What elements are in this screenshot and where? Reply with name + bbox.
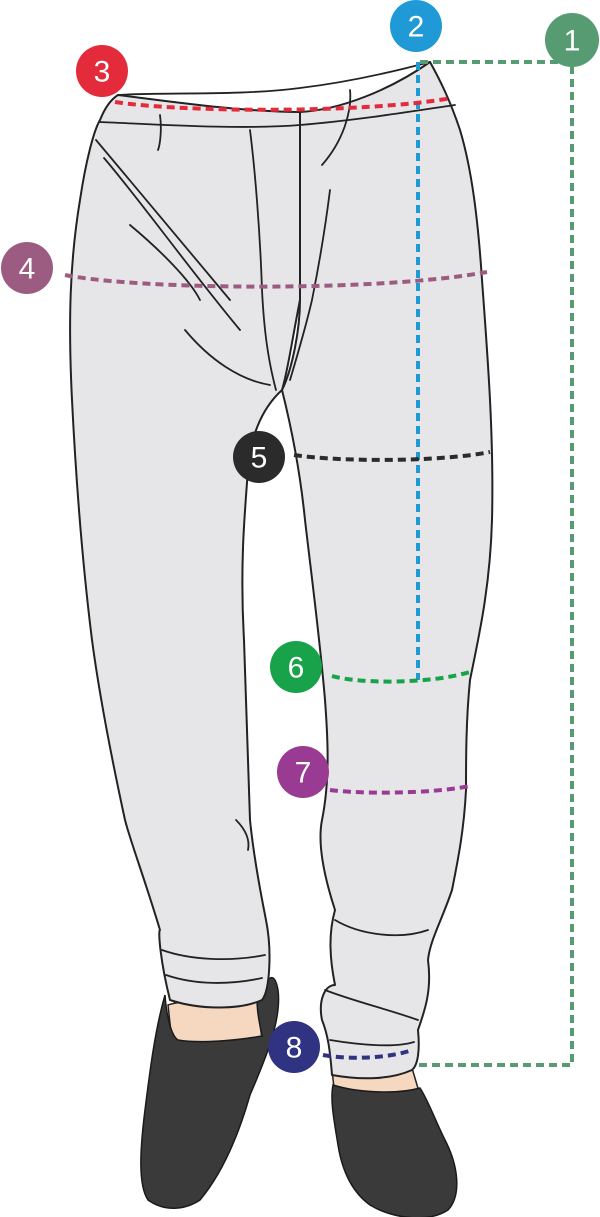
fold-right-hem-3 [329, 1039, 415, 1047]
badge-2: 2 [390, 0, 442, 52]
line-8-hem [322, 1048, 413, 1060]
fold-left-hem-2 [165, 974, 263, 984]
fold-4 [184, 329, 271, 386]
right-shoe [331, 1066, 458, 1217]
badge-1-label: 1 [564, 25, 581, 58]
line-3-waist [114, 96, 453, 112]
line-4-hip [64, 270, 488, 289]
fold-3 [129, 224, 201, 301]
fold-right-hem-1 [334, 919, 429, 937]
badge-6: 6 [270, 641, 322, 693]
waistband-edge [117, 61, 431, 96]
badge-2-label: 2 [408, 11, 425, 44]
pants-right-leg [281, 61, 494, 1080]
line-1-total-length [415, 60, 574, 1067]
badge-4: 4 [1, 242, 53, 294]
badge-5: 5 [233, 431, 285, 483]
badge-7-label: 7 [295, 757, 312, 790]
fold-left-knee [235, 819, 250, 851]
left-shoe [140, 976, 280, 1209]
badge-7-circle [277, 746, 329, 798]
line-6-knee [331, 670, 471, 684]
badge-5-label: 5 [251, 442, 268, 475]
right-shoe-body [331, 1084, 458, 1217]
fold-left-hem-1 [161, 949, 266, 961]
pants [69, 61, 494, 1080]
badge-8-circle [268, 1021, 320, 1073]
badge-4-label: 4 [19, 253, 36, 286]
fold-7 [157, 114, 162, 151]
badge-3-label: 3 [94, 56, 111, 89]
badge-3-circle [76, 45, 128, 97]
badge-3: 3 [76, 45, 128, 97]
waistband-lower [99, 104, 456, 128]
badge-1: 1 [545, 13, 599, 67]
fold-6 [289, 189, 331, 381]
badge-5-circle [233, 431, 285, 483]
badge-2-circle [390, 0, 442, 52]
left-shoe-body [140, 976, 280, 1209]
fold-right-hem-2 [324, 989, 419, 1021]
badge-6-circle [270, 641, 322, 693]
fold-2 [103, 157, 241, 331]
badges: 1 2 3 4 5 6 7 8 [1, 0, 599, 1073]
badge-8-label: 8 [286, 1032, 303, 1065]
badge-6-label: 6 [288, 652, 305, 685]
badge-8: 8 [268, 1021, 320, 1073]
fold-1 [95, 139, 231, 301]
line-5-thigh [293, 450, 491, 462]
measurement-lines [64, 60, 574, 1067]
line-7-calf [329, 784, 471, 795]
badge-7: 7 [277, 746, 329, 798]
pants-left-leg [69, 94, 301, 1009]
badge-1-circle [545, 13, 599, 67]
badge-4-circle [1, 242, 53, 294]
fold-5 [249, 129, 277, 391]
fold-8 [321, 89, 352, 166]
